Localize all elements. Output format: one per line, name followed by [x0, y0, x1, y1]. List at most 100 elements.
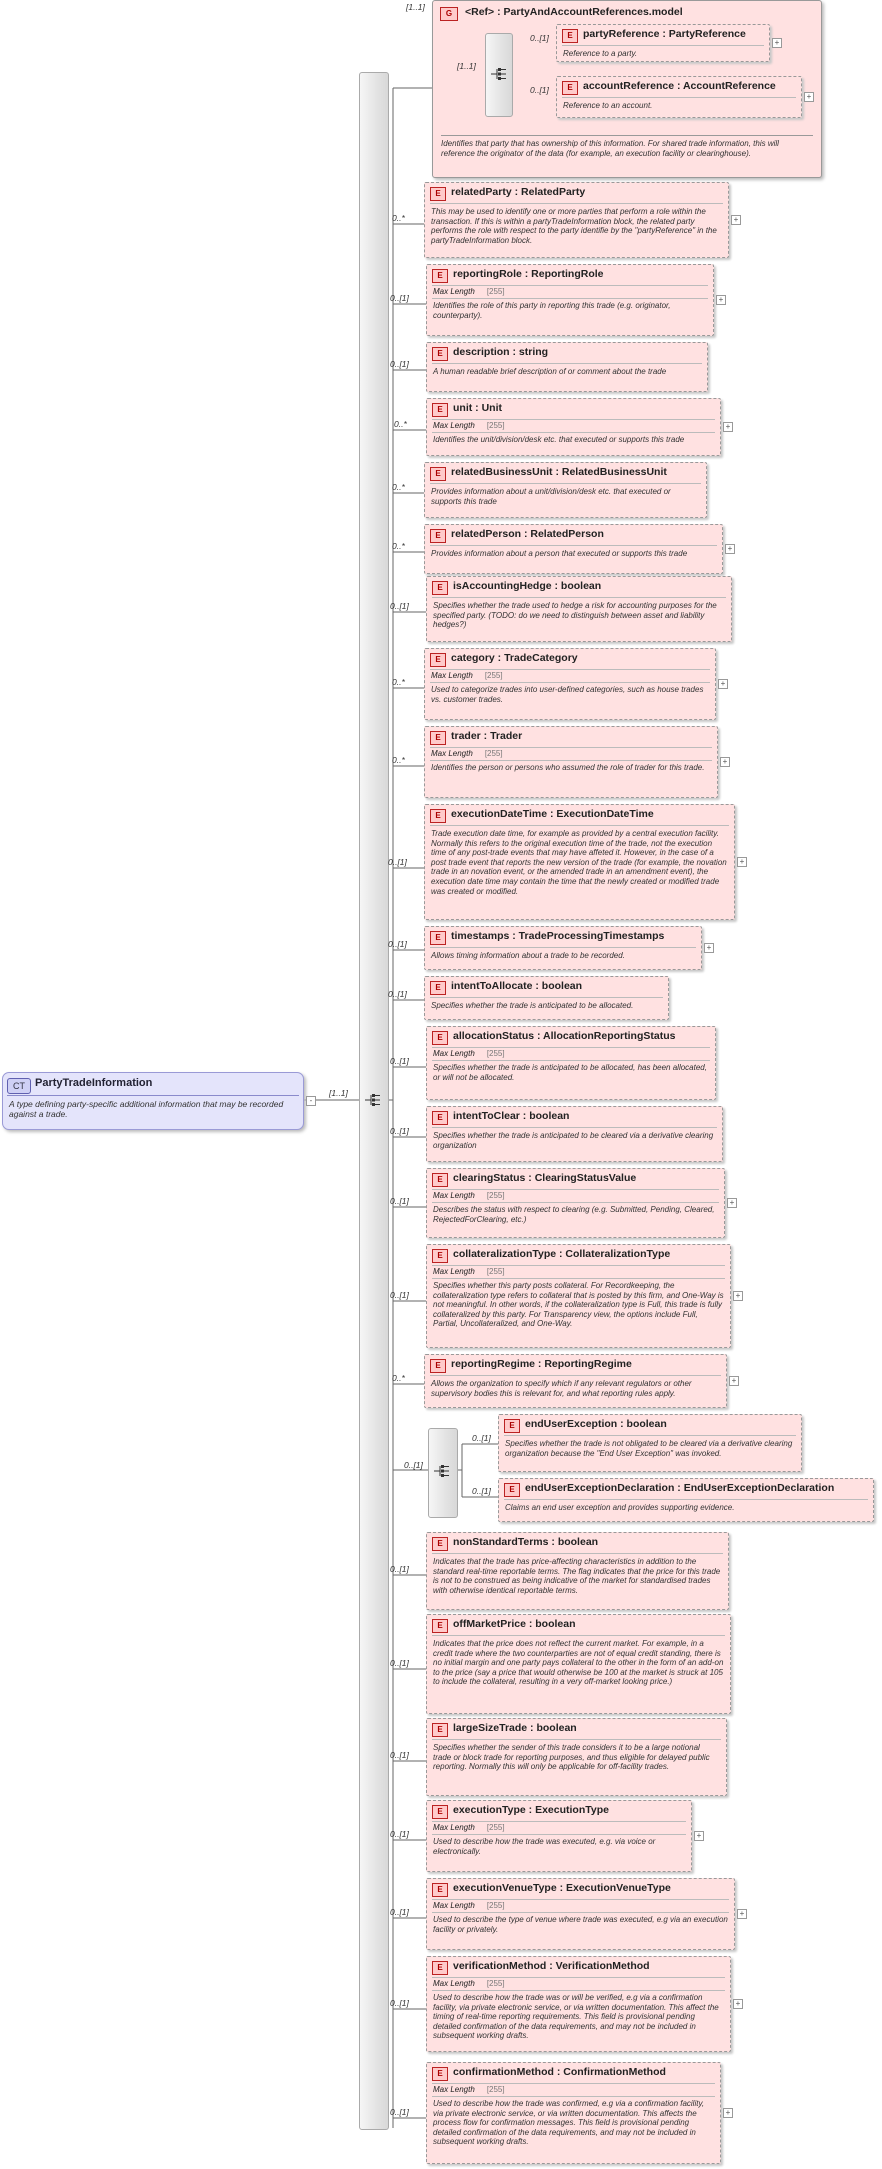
element-name: trader : Trader: [451, 730, 523, 742]
element-name: intentToClear : boolean: [453, 1110, 570, 1122]
divider: [430, 947, 696, 948]
element-name: executionVenueType : ExecutionVenueType: [453, 1882, 671, 1894]
divider: [432, 1899, 729, 1900]
divider: [430, 747, 712, 748]
element-name: reportingRole : ReportingRole: [453, 268, 604, 280]
expand-icon[interactable]: +: [737, 1909, 747, 1919]
facet-value: [255]: [486, 1267, 505, 1276]
facet-value: [255]: [486, 2085, 505, 2094]
expand-icon[interactable]: +: [729, 1376, 739, 1386]
facet-value: [255]: [486, 421, 505, 430]
sequence-icon[interactable]: [365, 1092, 381, 1108]
expand-icon[interactable]: +: [718, 679, 728, 689]
element-doc: Used to describe how the trade was confi…: [433, 2099, 705, 2147]
expand-icon[interactable]: -: [306, 1096, 316, 1106]
expand-icon[interactable]: +: [737, 857, 747, 867]
element-doc: Trade execution date time, for example a…: [431, 829, 727, 896]
facet-label: Max Length: [433, 1049, 475, 1058]
divider: [432, 1060, 710, 1061]
element-badge: E: [430, 731, 446, 745]
element-badge: E: [430, 529, 446, 543]
expand-icon[interactable]: +: [716, 295, 726, 305]
expand-icon[interactable]: +: [725, 544, 735, 554]
divider: [432, 1977, 725, 1978]
expand-icon[interactable]: +: [733, 1999, 743, 2009]
divider: [432, 285, 708, 286]
sequence-icon[interactable]: [434, 1463, 450, 1479]
expand-icon[interactable]: +: [704, 943, 714, 953]
occurrence-label: 0..[1]: [390, 1998, 409, 2008]
divider: [430, 545, 717, 546]
sequence-icon[interactable]: [491, 66, 507, 82]
divider: [432, 1990, 725, 1991]
element-badge: E: [430, 931, 446, 945]
expand-icon[interactable]: +: [723, 422, 733, 432]
expand-icon[interactable]: +: [733, 1291, 743, 1301]
element-doc: Specifies whether this party posts colla…: [433, 1281, 724, 1329]
element-name: partyReference : PartyReference: [583, 28, 746, 40]
expand-icon[interactable]: +: [731, 215, 741, 225]
expand-icon[interactable]: +: [723, 2108, 733, 2118]
element-badge: E: [562, 29, 578, 43]
element-name: reportingRegime : ReportingRegime: [451, 1358, 632, 1370]
element-doc: Describes the status with respect to cle…: [433, 1205, 715, 1224]
divider: [432, 597, 726, 598]
expand-icon[interactable]: +: [694, 1831, 704, 1841]
group-doc: Identifies that party that has ownership…: [441, 135, 813, 158]
element-name: endUserException : boolean: [525, 1418, 667, 1430]
choice-sequence-bar: [428, 1428, 458, 1518]
max-length-facet: Max Length[255]: [433, 1979, 505, 1988]
element-badge: E: [432, 1723, 448, 1737]
expand-icon[interactable]: +: [720, 757, 730, 767]
element-name: isAccountingHedge : boolean: [453, 580, 602, 592]
element-doc: Specifies whether the trade is not oblig…: [505, 1439, 793, 1458]
element-badge: E: [432, 1961, 448, 1975]
expand-icon[interactable]: +: [772, 38, 782, 48]
element-name: category : TradeCategory: [451, 652, 578, 664]
divider: [7, 1095, 299, 1096]
element-badge: E: [432, 1619, 448, 1633]
element-name: timestamps : TradeProcessingTimestamps: [451, 930, 665, 942]
element-name: confirmationMethod : ConfirmationMethod: [453, 2066, 666, 2078]
element-badge: E: [430, 467, 446, 481]
divider: [430, 760, 712, 761]
element-badge: E: [432, 1883, 448, 1897]
complex-type-box[interactable]: CT PartyTradeInformation A type defining…: [2, 1072, 304, 1130]
element-badge: E: [430, 187, 446, 201]
expand-icon[interactable]: +: [804, 92, 814, 102]
occurrence-label: 0..[1]: [390, 1290, 409, 1300]
divider: [562, 45, 764, 46]
max-length-facet: Max Length[255]: [431, 671, 503, 680]
divider: [432, 1202, 719, 1203]
element-doc: Specifies whether the trade is anticipat…: [431, 1001, 634, 1010]
expand-icon[interactable]: +: [727, 1198, 737, 1208]
